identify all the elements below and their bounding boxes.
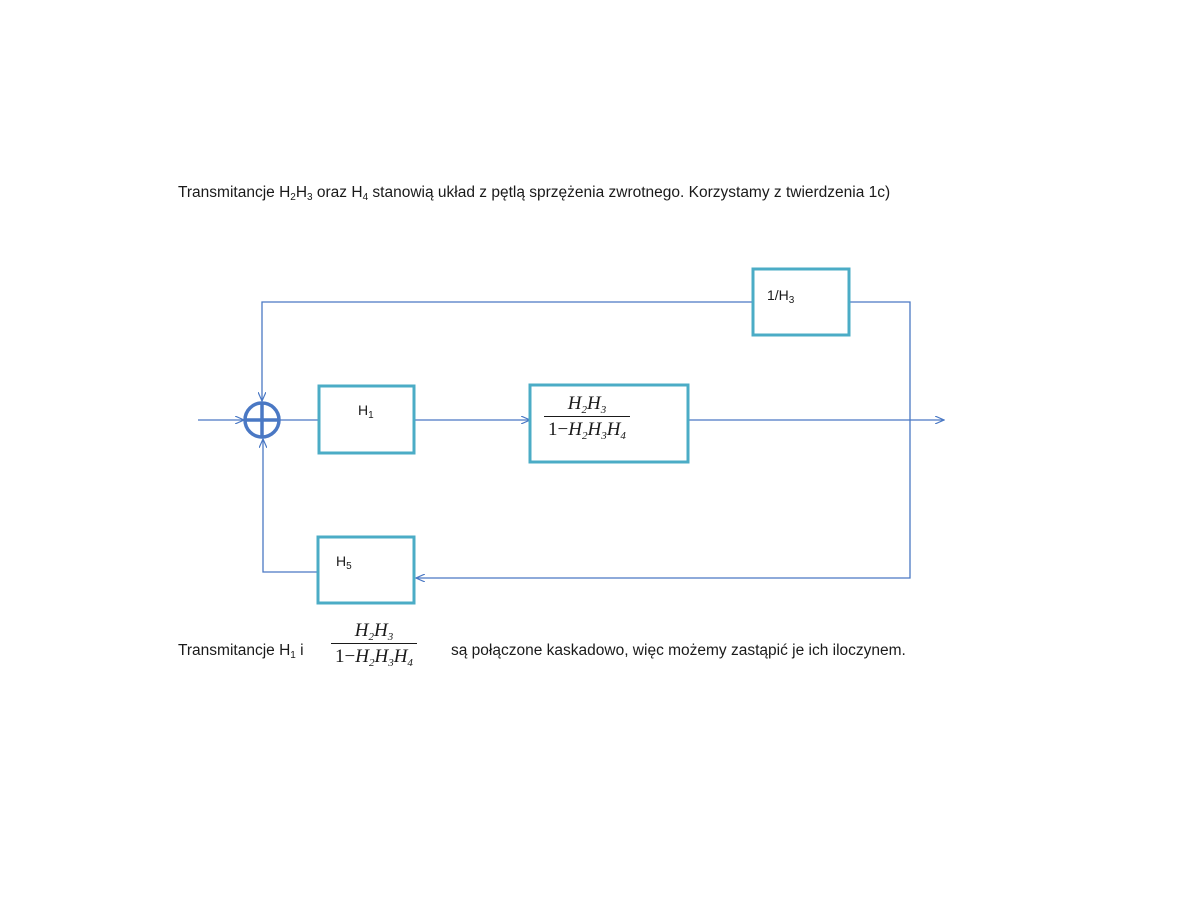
inline-den-s2: 2 [368,657,375,669]
intro-paragraph: Transmitancje H2H3 oraz H4 stanowią ukła… [178,180,1018,206]
label-1-over-h3: 1/H3 [767,287,795,306]
conclusion-sub-1: 1 [290,650,296,661]
fraction-denominator: 1−H2H3H4 [544,417,630,442]
label-1-over-h3-main: 1/H [767,287,789,303]
label-h5-sub: 5 [346,561,352,572]
conclusion-paragraph: Transmitancje H1 i H2H3 1−H2H3H4 są połą… [178,620,1018,684]
top-feedback-right-wire [850,301,911,420]
intro-prefix: Transmitancje H [178,184,291,201]
num-h2: H [567,393,582,414]
inline-num-s3: 3 [387,631,394,643]
num-s2: 2 [581,404,587,416]
top-feedback-left-wire [262,301,752,401]
intro-mid-a: H [295,184,308,201]
label-1-over-h3-sub: 3 [788,295,795,306]
block-fraction [528,383,690,464]
label-h5-main: H [336,553,347,569]
den-h3: H [587,419,602,440]
summing-junction-icon [243,401,281,439]
num-s3: 3 [600,404,607,416]
den-h4: H [606,419,621,440]
block-h1 [317,384,416,455]
label-h1: H1 [358,402,374,421]
inline-num-h3: H [373,620,388,641]
den-s4: 4 [620,430,626,442]
block-h5 [316,535,416,605]
intro-sub-b: 3 [307,192,313,203]
bottom-feedback-right-wire [416,420,911,578]
inline-den-s3: 3 [388,657,394,669]
den-s3: 3 [601,430,607,442]
den-one: 1− [548,419,569,440]
conclusion-connector: i [295,642,304,659]
inline-den-h4: H [393,646,408,667]
label-h1-main: H [358,402,369,418]
inline-den-h3: H [374,646,389,667]
label-h5: H5 [336,553,352,572]
conclusion-lead: Transmitancje H1 i [178,640,304,662]
intro-sub-a: 2 [290,192,296,203]
den-h2: H [568,419,582,440]
inline-fraction: H2H3 1−H2H3H4 [331,620,417,669]
conclusion-suffix: są połączone kaskadowo, więc możemy zast… [451,642,906,659]
intro-sub-c: 4 [362,192,369,203]
fraction-in-block: H2H3 1−H2H3H4 [544,393,630,442]
inline-den-one: 1− [335,646,356,667]
inline-fraction-denominator: 1−H2H3H4 [331,644,417,669]
label-h1-sub: 1 [368,410,374,421]
fraction-numerator: H2H3 [544,393,630,417]
inline-num-h2: H [354,620,369,641]
conclusion-prefix: Transmitancje H [178,642,291,659]
intro-rest: stanowią układ z pętlą sprzężenia zwrotn… [368,184,891,201]
inline-num-s2: 2 [368,631,374,643]
den-s2: 2 [581,430,588,442]
inline-fraction-numerator: H2H3 [331,620,417,644]
bottom-feedback-left-wire [263,439,318,573]
intro-mid-b: oraz H [312,184,363,201]
block-1-over-h3 [751,267,851,337]
inline-den-s4: 4 [407,657,413,669]
inline-den-h2: H [355,646,369,667]
num-h3: H [586,393,601,414]
